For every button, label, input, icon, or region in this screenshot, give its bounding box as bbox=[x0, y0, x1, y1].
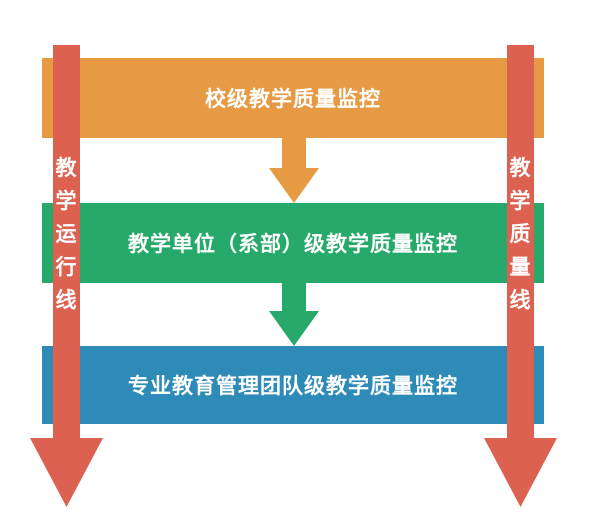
left-label-char: 学 bbox=[55, 189, 77, 213]
level-band-school: 校级教学质量监控 bbox=[42, 58, 544, 138]
level-label-team: 专业教育管理团队级教学质量监控 bbox=[128, 374, 458, 398]
level-label-school: 校级教学质量监控 bbox=[205, 87, 381, 111]
right-label-char: 学 bbox=[509, 189, 531, 213]
right-label-char: 量 bbox=[509, 255, 531, 279]
left-label-char: 行 bbox=[55, 255, 77, 279]
level-label-department: 教学单位（系部）级教学质量监控 bbox=[128, 232, 458, 256]
level-band-department: 教学单位（系部）级教学质量监控 bbox=[42, 203, 544, 283]
teaching-quality-line-label: 教 学 质 量 线 bbox=[505, 152, 535, 317]
down-arrow-icon bbox=[269, 283, 319, 346]
left-label-char: 运 bbox=[55, 222, 77, 246]
right-label-char: 教 bbox=[509, 156, 531, 180]
teaching-quality-line-arrow-icon bbox=[484, 45, 557, 507]
right-label-char: 质 bbox=[509, 222, 531, 246]
left-label-char: 教 bbox=[55, 156, 77, 180]
teaching-operation-line-arrow-icon bbox=[30, 45, 103, 507]
level-band-team: 专业教育管理团队级教学质量监控 bbox=[42, 346, 544, 424]
right-label-char: 线 bbox=[509, 288, 531, 312]
teaching-operation-line-label: 教 学 运 行 线 bbox=[51, 152, 81, 317]
left-label-char: 线 bbox=[55, 288, 77, 312]
down-arrow-icon bbox=[269, 138, 319, 203]
